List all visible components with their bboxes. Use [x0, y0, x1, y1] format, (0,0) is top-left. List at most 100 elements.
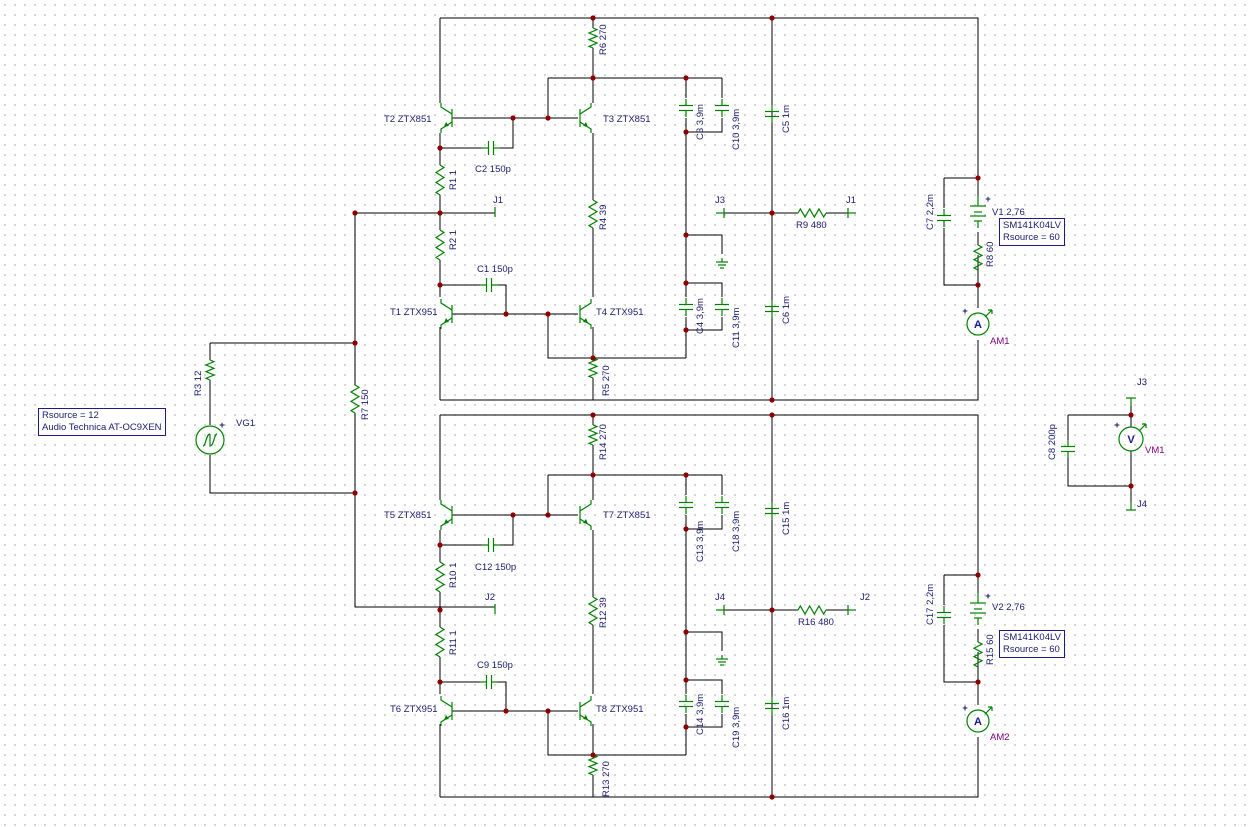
- resistor-r1: [434, 164, 446, 196]
- label-am1: AM1: [990, 336, 1010, 347]
- label-t3: T3 ZTX851: [603, 114, 651, 125]
- junction-dot: [545, 512, 551, 518]
- label-c14: C14 3,9m: [695, 694, 706, 735]
- label-c9: C9 150p: [477, 660, 513, 671]
- label-r16: R16 480: [798, 617, 834, 628]
- junction-dot: [975, 679, 981, 685]
- capacitor-c7: [937, 209, 951, 227]
- label-r8: R8 60: [985, 242, 996, 267]
- wires: [209, 17, 1132, 798]
- label-r2: R2 1: [448, 230, 459, 250]
- capacitor-c17: [937, 606, 951, 624]
- junction-dot: [352, 490, 358, 496]
- junction-dot: [437, 210, 443, 216]
- label-j1a: J1: [493, 195, 503, 206]
- label-c19: C19 3,9m: [731, 707, 742, 748]
- label-c12: C12 150p: [475, 562, 516, 573]
- junction-dot: [545, 708, 551, 714]
- junction-dot: [683, 280, 689, 286]
- terminal-j2b: [847, 605, 856, 615]
- label-c6: C6 1m: [781, 296, 792, 324]
- junction-dot: [352, 210, 358, 216]
- label-j2b: J2: [860, 592, 870, 603]
- junction-dot: [437, 679, 443, 685]
- label-v2: V2 2,76: [992, 602, 1025, 613]
- label-r4: R4 39: [598, 205, 609, 230]
- label-t1: T1 ZTX951: [390, 307, 438, 318]
- label-r12: R12 39: [598, 597, 609, 628]
- label-t4: T4 ZTX951: [596, 307, 644, 318]
- junction-dot: [510, 115, 516, 121]
- transistor-t6: [440, 696, 453, 726]
- voltmeter-icon: [1118, 426, 1144, 452]
- label-c8: C8 200p: [1047, 424, 1058, 460]
- junction-dot: [683, 629, 689, 635]
- source-model: Audio Technica AT-OC9XEN: [42, 422, 162, 433]
- capacitor-c19: [715, 695, 729, 713]
- symbol-plus: +: [985, 591, 991, 602]
- transistor-t5: [440, 500, 453, 530]
- junction-dot: [683, 75, 689, 81]
- junction-dot: [352, 340, 358, 346]
- capacitor-c18: [715, 496, 729, 514]
- label-c10: C10 3,9m: [731, 109, 742, 150]
- resistor-r6: [587, 27, 599, 49]
- junction-dot: [683, 232, 689, 238]
- ground-gnd2: [716, 655, 728, 666]
- label-t7: T7 ZTX851: [603, 510, 651, 521]
- label-t5: T5 ZTX851: [384, 510, 432, 521]
- capacitor-c10: [715, 99, 729, 117]
- junction-dot: [503, 311, 509, 317]
- capacitor-c6: [765, 300, 779, 318]
- source-params-box: Rsource = 12 Audio Technica AT-OC9XEN: [38, 408, 166, 436]
- resistor-r13: [587, 754, 599, 776]
- junction-dot: [437, 145, 443, 151]
- junction-dot: [683, 472, 689, 478]
- junction-dot: [769, 210, 775, 216]
- signal-generator-vg1: [195, 425, 225, 455]
- resistor-r15: [972, 641, 984, 668]
- source-rsource: Rsource = 12: [42, 410, 99, 421]
- resistor-r14: [587, 424, 599, 446]
- transistor-t4: [579, 299, 592, 329]
- label-vm1: VM1: [1145, 445, 1165, 456]
- battery1-model: SM141K04LV: [1003, 220, 1061, 231]
- capacitor-c8: [1061, 440, 1075, 458]
- label-r6: R6 270: [598, 24, 609, 55]
- resistor-r9: [797, 207, 827, 219]
- meter-vm1: [1118, 423, 1147, 452]
- capacitor-c16: [765, 697, 779, 715]
- transistor-t8: [579, 696, 592, 726]
- label-am2: AM2: [990, 732, 1010, 743]
- junction-dot: [590, 15, 596, 21]
- transistor-t1: [440, 299, 453, 329]
- label-r9: R9 480: [796, 220, 827, 231]
- junction-dot: [545, 311, 551, 317]
- label-c18: C18 3,9m: [731, 511, 742, 552]
- label-c15: C15 1m: [781, 502, 792, 535]
- label-c4: C4 3,9m: [695, 298, 706, 334]
- label-t2: T2 ZTX851: [384, 114, 432, 125]
- ground-gnd1: [716, 258, 728, 269]
- label-c16: C16 1m: [781, 697, 792, 730]
- label-vg1: VG1: [236, 418, 255, 429]
- resistor-r11: [434, 626, 446, 658]
- junction-dot: [683, 677, 689, 683]
- label-c1: C1 150p: [477, 264, 513, 275]
- label-t6: T6 ZTX951: [390, 704, 438, 715]
- label-j2a: J2: [485, 592, 495, 603]
- capacitor-c9: [480, 675, 498, 689]
- resistor-r10: [434, 561, 446, 593]
- label-r11: R11 1: [448, 630, 459, 655]
- junction-dot: [975, 175, 981, 181]
- components: [195, 27, 1147, 776]
- junction-dot: [683, 724, 689, 730]
- label-c11: C11 3,9m: [731, 307, 742, 348]
- label-j4a: J4: [715, 592, 725, 603]
- terminal-j4a: [716, 605, 725, 615]
- symbol-ammeter: A: [974, 716, 982, 728]
- junction-dot: [769, 15, 775, 21]
- label-j4b: J4: [1137, 499, 1147, 510]
- label-c17: C17 2,2m: [925, 584, 936, 625]
